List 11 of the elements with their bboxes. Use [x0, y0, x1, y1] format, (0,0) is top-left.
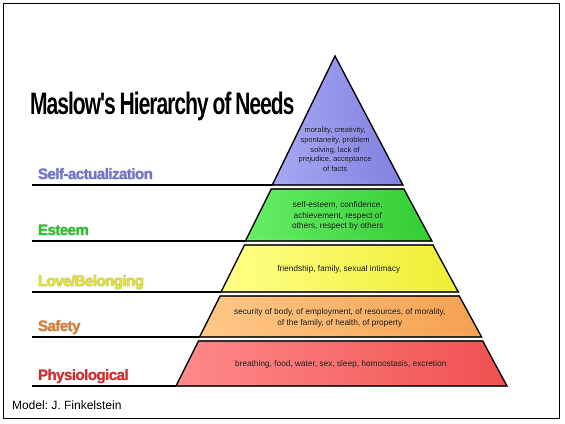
needs-description: breathing, food, water, sex, sleep, homoostasis, excretion [234, 358, 446, 369]
needs-description: security of body, of employment, of resources, of morality, of the family, of health, of property [233, 306, 446, 328]
title: Maslow's Hierarchy of Needs [30, 86, 294, 122]
needs-description: friendship, family, sexual intimacy [277, 263, 400, 274]
needs-description: self-esteem, confidence, achievement, respect of others, respect by others [290, 198, 384, 232]
caption: Model: J. Finkelstein [12, 398, 122, 412]
level-name: Physiological [38, 367, 128, 384]
level-name: Safety [38, 318, 80, 335]
level-name: Love/Belonging [38, 273, 144, 290]
level-name: Esteem [38, 222, 88, 239]
level-name: Self-actualization [38, 166, 152, 183]
